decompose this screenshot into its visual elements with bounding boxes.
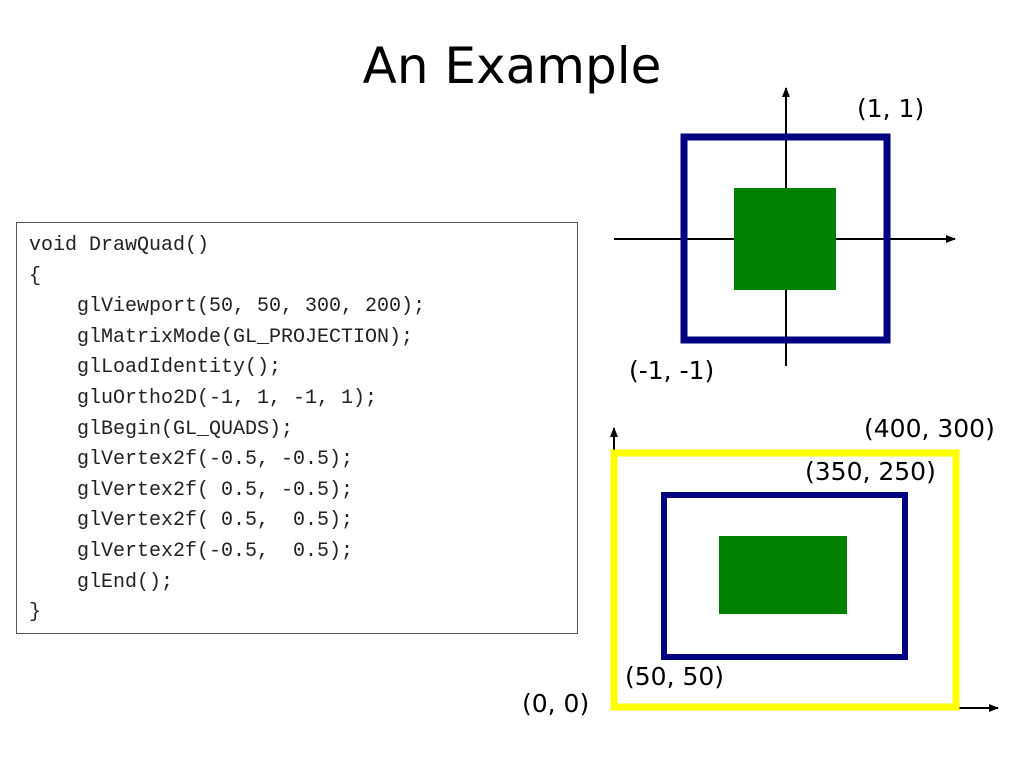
- code-line: glMatrixMode(GL_PROJECTION);: [29, 325, 414, 349]
- window-viewport-diagram: (400, 300) (350, 250) (50, 50) (0, 0): [522, 414, 999, 718]
- code-line: glVertex2f( 0.5, -0.5);: [29, 478, 354, 502]
- code-line: glBegin(GL_QUADS);: [29, 417, 294, 441]
- code-line: glVertex2f(-0.5, 0.5);: [29, 539, 354, 563]
- window-frame-yellow: [610, 449, 960, 711]
- code-line: glViewport(50, 50, 300, 200);: [29, 295, 426, 319]
- viewport-green-quad: [719, 536, 847, 614]
- code-line: glVertex2f(-0.5, -0.5);: [29, 448, 354, 472]
- world-bottom-left-label: (-1, -1): [629, 356, 714, 385]
- code-line: gluOrtho2D(-1, 1, -1, 1);: [29, 386, 378, 410]
- world-green-quad: [734, 188, 836, 290]
- clipping-window-frame: [680, 133, 891, 344]
- code-line: glEnd();: [29, 570, 174, 594]
- code-line: }: [29, 601, 42, 625]
- code-line: glLoadIdentity();: [29, 356, 282, 380]
- code-listing: void DrawQuad() { glViewport(50, 50, 300…: [16, 222, 578, 634]
- code-line: glVertex2f( 0.5, 0.5);: [29, 509, 354, 533]
- origin-label: (0, 0): [522, 689, 589, 718]
- world-top-right-label: (1, 1): [857, 94, 924, 123]
- code-line: {: [29, 264, 42, 288]
- window-top-right-label: (400, 300): [864, 414, 995, 443]
- viewport-bottom-left-label: (50, 50): [625, 662, 724, 691]
- world-coordinate-diagram: (1, 1) (-1, -1): [614, 87, 956, 385]
- slide-title: An Example: [362, 37, 662, 95]
- code-line: void DrawQuad(): [29, 234, 210, 257]
- viewport-frame: [661, 492, 908, 660]
- viewport-top-right-label: (350, 250): [805, 457, 936, 486]
